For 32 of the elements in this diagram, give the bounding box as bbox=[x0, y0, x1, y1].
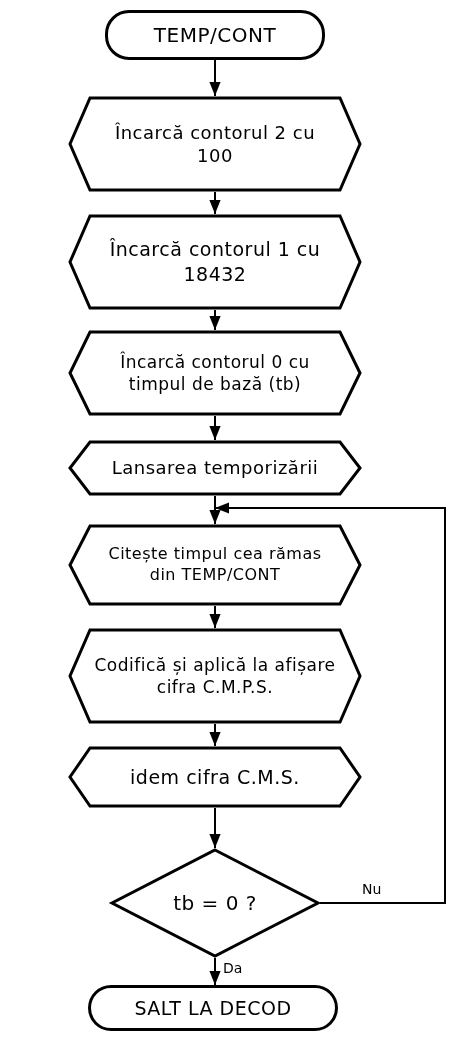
process-box bbox=[68, 330, 362, 416]
node-text: TEMP/CONT bbox=[153, 22, 277, 48]
node-text: tb = 0 ? bbox=[173, 890, 257, 916]
node-text: Încarcă contorul 0 cu timpul de bază (tb) bbox=[119, 350, 311, 396]
edge-label: Nu bbox=[360, 881, 384, 897]
terminal-box bbox=[105, 10, 325, 60]
node-text: Codifică și aplică la afișare cifra C.M.P.S. bbox=[94, 653, 336, 699]
node-text: Încarcă contorul 1 cu 18432 bbox=[108, 237, 322, 287]
arrow bbox=[209, 309, 221, 331]
arrow bbox=[214, 502, 446, 904]
node-text: SALT LA DECOD bbox=[134, 995, 292, 1021]
process-box bbox=[68, 96, 362, 192]
process-box bbox=[68, 440, 362, 496]
node-text: idem cifra C.M.S. bbox=[130, 764, 300, 790]
process-box bbox=[68, 214, 362, 310]
process-box bbox=[68, 628, 362, 724]
terminal-box bbox=[88, 985, 338, 1031]
arrow bbox=[209, 957, 221, 986]
arrow bbox=[209, 191, 221, 215]
arrow bbox=[209, 605, 221, 629]
arrow bbox=[209, 723, 221, 747]
process-box bbox=[68, 746, 362, 808]
edge-label: Da bbox=[221, 960, 245, 976]
arrow bbox=[209, 807, 221, 849]
node-text: Citește timpul cea rămas din TEMP/CONT bbox=[107, 544, 323, 586]
decision-diamond bbox=[110, 848, 320, 958]
arrow bbox=[209, 495, 221, 525]
node-text: Lansarea temporizării bbox=[111, 456, 319, 480]
process-box bbox=[68, 524, 362, 606]
arrow bbox=[209, 59, 221, 97]
node-text: Încarcă contorul 2 cu 100 bbox=[113, 120, 317, 168]
arrow bbox=[209, 415, 221, 441]
